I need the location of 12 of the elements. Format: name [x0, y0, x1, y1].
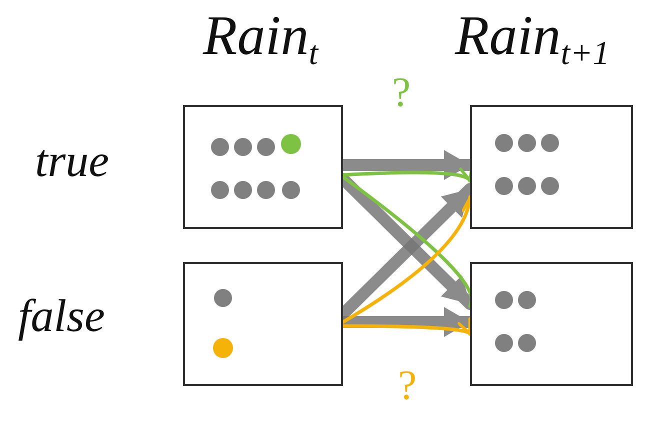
sample-box: [183, 262, 343, 386]
row-label: true: [35, 138, 110, 184]
column-heading: Rain$_{t}$: [203, 8, 318, 71]
column-heading: Rain$_{t+1}$: [455, 8, 610, 71]
row-label: false: [18, 293, 105, 339]
sample-box: [183, 105, 343, 229]
sample-box: [470, 262, 633, 386]
question-mark: ?: [398, 365, 417, 407]
question-mark: ?: [392, 72, 411, 114]
arrow: [341, 318, 472, 336]
sample-box: [470, 105, 633, 229]
arrow: [341, 164, 472, 183]
